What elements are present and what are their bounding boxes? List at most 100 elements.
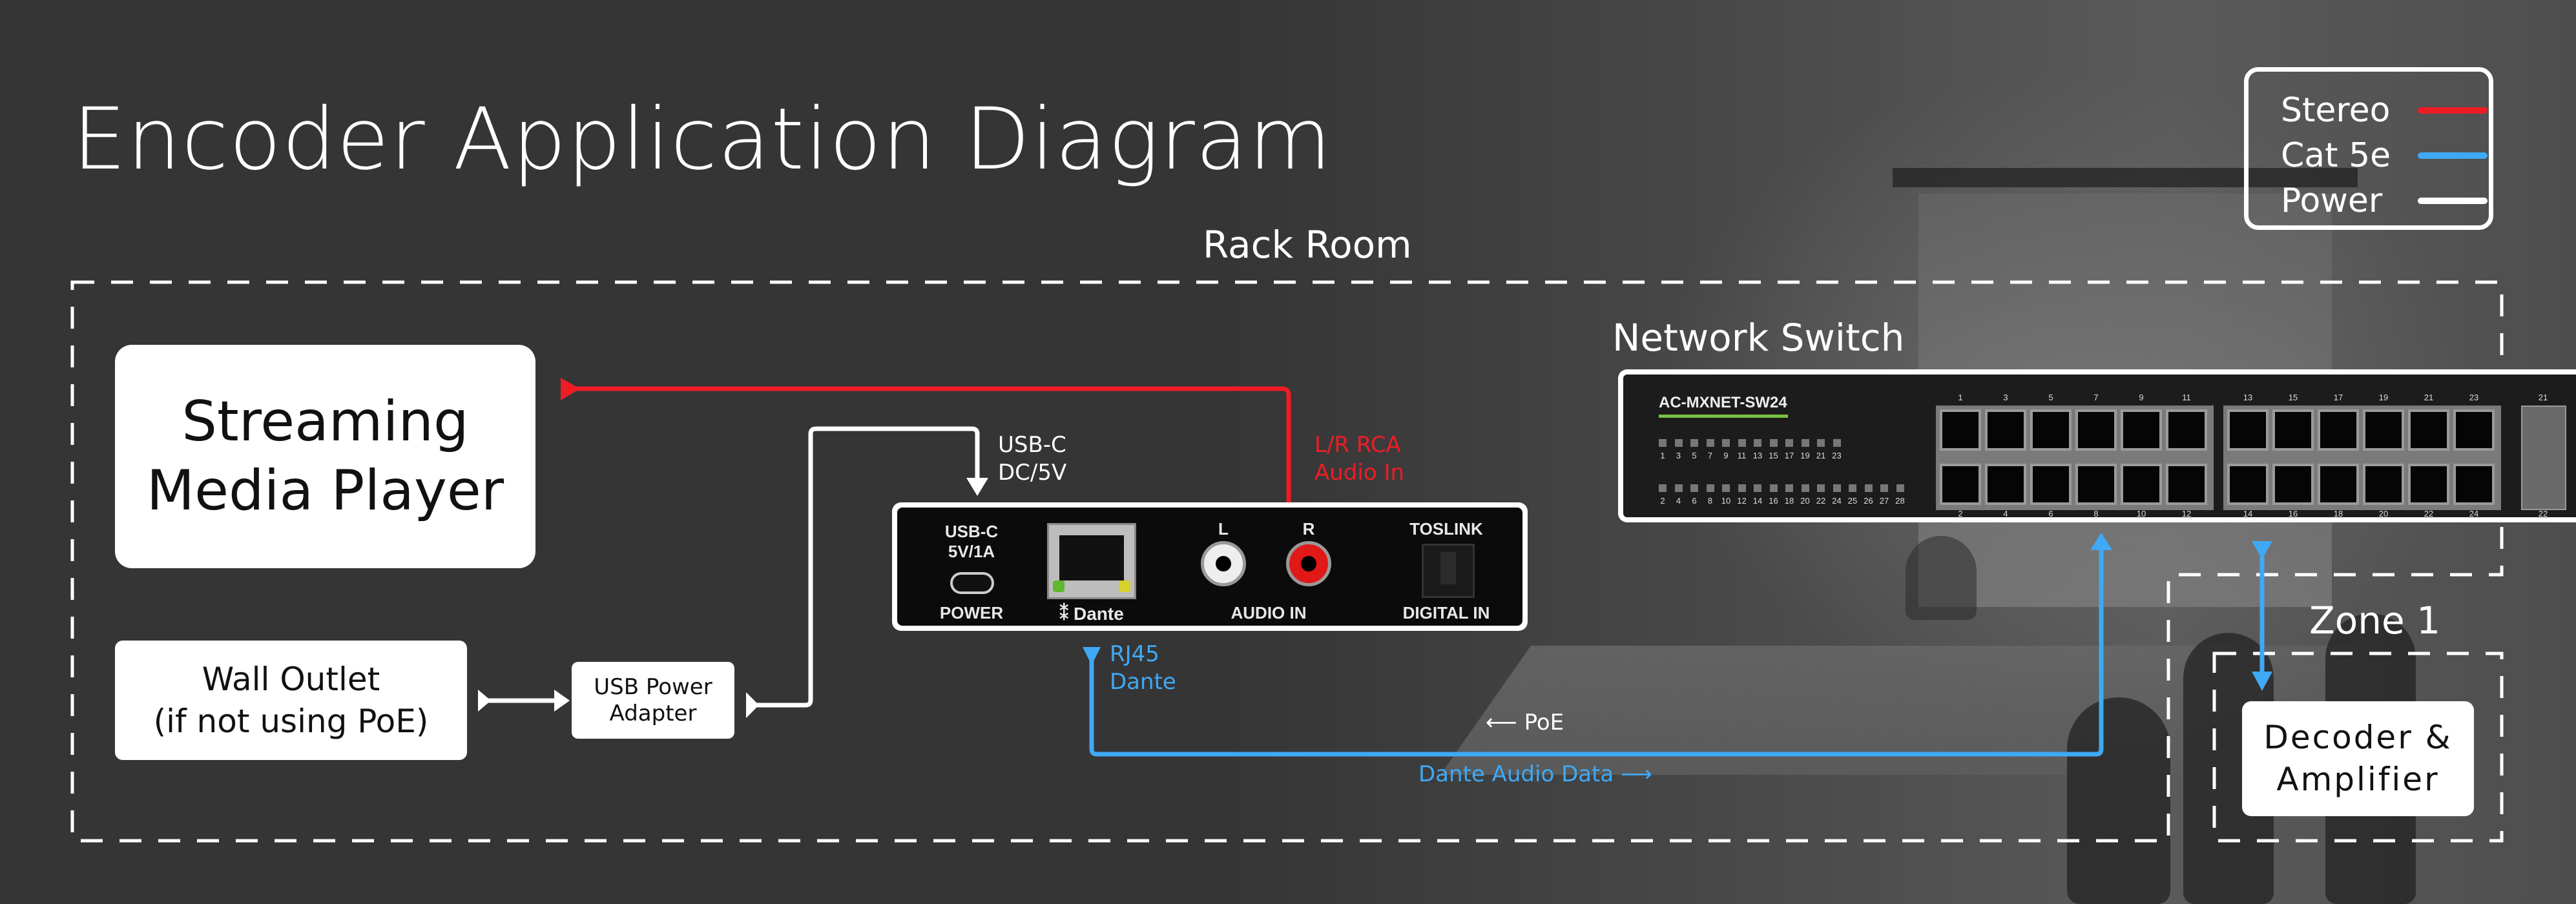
- zone1-outline: [2212, 652, 2504, 843]
- ethernet-port-icon: [2075, 464, 2117, 505]
- legend-item-power: Power: [2281, 181, 2488, 220]
- led-number: 17: [1784, 451, 1794, 460]
- cat5e-swatch: [2418, 152, 2488, 159]
- rca-left-jack-icon: [1201, 541, 1246, 586]
- network-switch-label: Network Switch: [1612, 316, 1905, 360]
- status-led: [1769, 439, 1778, 447]
- status-led: [1801, 439, 1809, 447]
- status-led: [1785, 439, 1793, 447]
- ethernet-port-icon: [2318, 409, 2359, 451]
- ethernet-port-icon: [1985, 409, 2026, 451]
- caption-line: RJ45: [1110, 641, 1159, 667]
- status-led: [1690, 439, 1698, 447]
- port-number: 14: [2243, 509, 2253, 519]
- legend: Stereo Cat 5e Power: [2244, 67, 2493, 230]
- ethernet-port-icon: [2453, 464, 2495, 505]
- model-underline: [1659, 415, 1788, 418]
- label-line: USB-C: [944, 522, 999, 541]
- caption-line: L/R RCA: [1314, 432, 1401, 458]
- caption-line: Dante: [1110, 668, 1176, 695]
- led-number: 5: [1692, 451, 1697, 460]
- rack-room-label: Rack Room: [1203, 223, 1412, 267]
- chair: [1906, 536, 1977, 620]
- led-number: 21: [1816, 451, 1826, 460]
- usbc-caption: USB-C DC/5V: [998, 431, 1066, 486]
- led-number: 14: [1752, 496, 1763, 506]
- status-led: [1769, 484, 1778, 492]
- port-number: 10: [2136, 509, 2146, 519]
- ethernet-port-icon: [2318, 464, 2359, 505]
- usb-power-adapter-box[interactable]: USB Power Adapter: [572, 662, 734, 739]
- ethernet-port-icon: [2227, 464, 2269, 505]
- port-number: 9: [2139, 393, 2144, 402]
- ethernet-port-icon: [2453, 409, 2495, 451]
- stereo-line: [572, 386, 1291, 575]
- led-number: 10: [1721, 496, 1731, 506]
- legend-item-cat5e: Cat 5e: [2281, 136, 2488, 175]
- port-number: 6: [2048, 509, 2053, 519]
- legend-item-stereo: Stereo: [2281, 91, 2488, 130]
- power-line-usbc: [747, 426, 980, 708]
- led-number: 25: [1847, 496, 1858, 506]
- port-number: 5: [2048, 393, 2053, 402]
- led-number: 16: [1769, 496, 1778, 506]
- port-number: 1: [1958, 393, 1963, 402]
- led-number: 15: [1769, 451, 1778, 460]
- port-number: 13: [2243, 393, 2253, 402]
- ethernet-port-icon: [2363, 409, 2404, 451]
- page-title: Encoder Application Diagram: [72, 90, 1333, 189]
- usbc-arrowhead: [966, 478, 988, 496]
- ethernet-port-icon: [2121, 409, 2162, 451]
- port-number: 4: [2003, 509, 2008, 519]
- led-number: 23: [1832, 451, 1842, 460]
- stereo-start-marker: [561, 378, 580, 400]
- stereo-swatch: [2418, 107, 2488, 114]
- device-label: Decoder &: [2263, 719, 2453, 756]
- port-number: 16: [2288, 509, 2298, 519]
- digital-in-label: DIGITAL IN: [1402, 603, 1490, 622]
- led-number: 24: [1832, 496, 1842, 506]
- led-number: 4: [1676, 496, 1681, 506]
- sfp-number: 21: [2538, 393, 2548, 402]
- toslink-port-icon: [1422, 544, 1475, 598]
- switch-up-arrowhead: [2090, 533, 2112, 550]
- status-led: [1722, 484, 1730, 492]
- device-label: Streaming: [182, 389, 469, 454]
- device-label: Media Player: [146, 458, 504, 523]
- wall-outlet-box[interactable]: Wall Outlet (if not using PoE): [115, 641, 467, 760]
- right-channel-label: R: [1302, 519, 1315, 539]
- status-led: [1785, 484, 1793, 492]
- arrow-right-icon: ⟶: [1621, 761, 1652, 787]
- port-number: 22: [2424, 509, 2434, 519]
- label-line: 5V/1A: [948, 542, 995, 562]
- led-number: 20: [1800, 496, 1810, 506]
- port-number: 19: [2378, 393, 2389, 402]
- decoder-arrowhead: [2252, 672, 2272, 691]
- streaming-media-player-box[interactable]: Streaming Media Player: [115, 345, 535, 568]
- caption-line: PoE: [1524, 710, 1564, 735]
- encoder-device[interactable]: USB-C 5V/1A POWER ⁑ Dante L R AUDIO IN T…: [892, 502, 1528, 631]
- led-number: 26: [1864, 496, 1873, 506]
- port-number: 23: [2469, 393, 2479, 402]
- status-led: [1706, 439, 1714, 447]
- status-led: [1880, 484, 1888, 492]
- decoder-start-marker: [2252, 541, 2272, 559]
- projector-screen-housing: [1893, 168, 2358, 187]
- port-number: 12: [2181, 509, 2192, 519]
- ethernet-port-icon: [2227, 409, 2269, 451]
- led-number: 28: [1895, 496, 1905, 506]
- port-number: 15: [2288, 393, 2298, 402]
- status-led: [1674, 484, 1683, 492]
- usb-port-label: USB-C 5V/1A: [936, 522, 1007, 562]
- led-number: 6: [1692, 496, 1697, 506]
- ethernet-port-icon: [2075, 409, 2117, 451]
- led-number: 13: [1752, 451, 1763, 460]
- status-led: [1864, 484, 1873, 492]
- decoder-amplifier-box[interactable]: Decoder & Amplifier: [2242, 701, 2474, 816]
- led-number: 8: [1707, 496, 1713, 506]
- ethernet-port-icon: [1940, 409, 1981, 451]
- status-led: [1659, 439, 1667, 447]
- power-arrowhead: [554, 690, 570, 712]
- ethernet-port-icon: [2272, 464, 2314, 505]
